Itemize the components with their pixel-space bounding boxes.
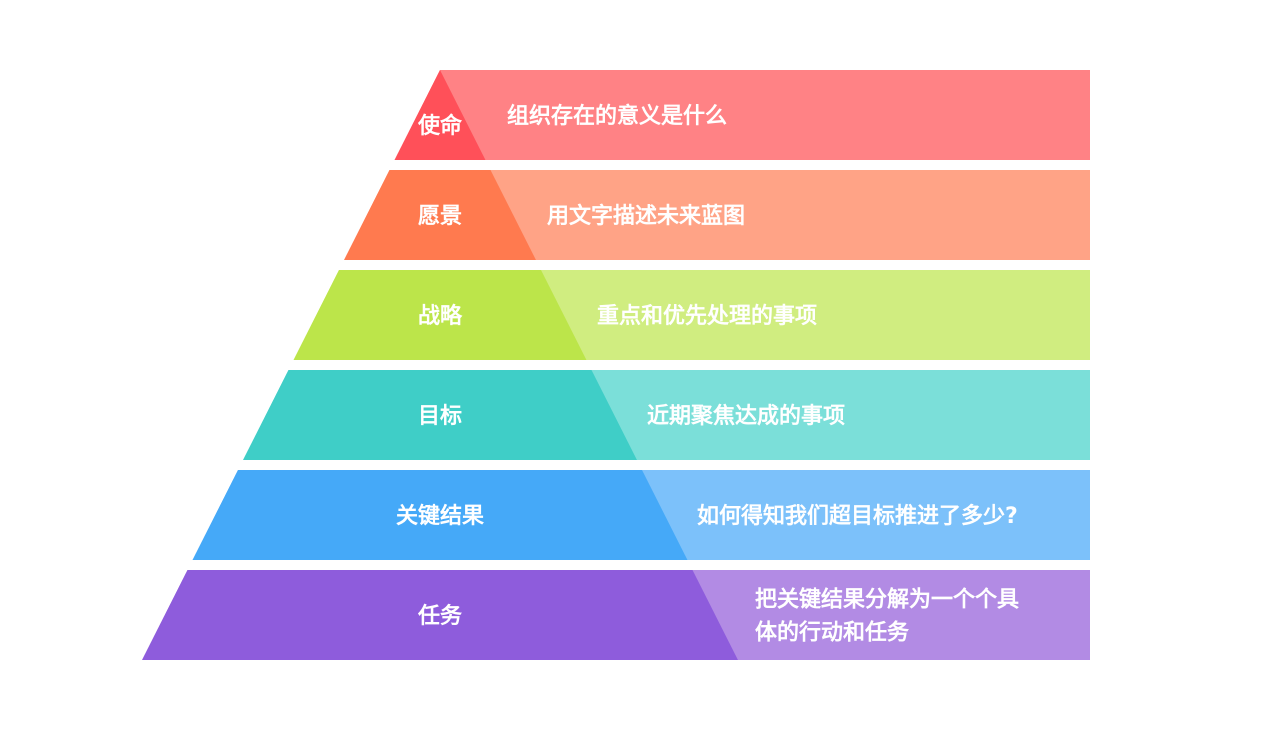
tier-description-band (344, 170, 1090, 260)
tier-description: 重点和优先处理的事项 (597, 303, 817, 329)
tier-label-shape (142, 570, 738, 660)
tier-label: 战略 (418, 303, 463, 329)
pyramid-tier: 战略 重点和优先处理的事项 (293, 270, 1090, 360)
tier-description: 把关键结果分解为一个个具 (755, 587, 1019, 613)
tier-label-shape (192, 470, 688, 560)
pyramid-tier: 愿景 用文字描述未来蓝图 (344, 170, 1090, 260)
tier-label: 目标 (418, 403, 462, 429)
tier-description: 用文字描述未来蓝图 (547, 203, 745, 229)
pyramid-tier: 使命 组织存在的意义是什么 (394, 70, 1090, 160)
tier-label: 关键结果 (396, 503, 484, 529)
pyramid-tier: 关键结果 如何得知我们超目标推进了多少? (192, 470, 1091, 560)
tier-description: 如何得知我们超目标推进了多少? (697, 503, 1018, 529)
tier-description: 组织存在的意义是什么 (507, 103, 727, 129)
tier-label: 任务 (417, 603, 463, 629)
tier-description: 体的行动和任务 (755, 620, 910, 646)
tier-label-shape (243, 370, 637, 460)
tier-label-shape (344, 170, 536, 260)
tier-label: 愿景 (418, 204, 462, 229)
pyramid-tier: 目标 近期聚焦达成的事项 (243, 370, 1091, 460)
tier-label-shape (293, 270, 587, 360)
tier-description: 近期聚焦达成的事项 (647, 403, 845, 429)
tier-label: 使命 (417, 113, 463, 139)
tier-description-band (394, 70, 1090, 160)
tier-label-shape (394, 70, 486, 160)
